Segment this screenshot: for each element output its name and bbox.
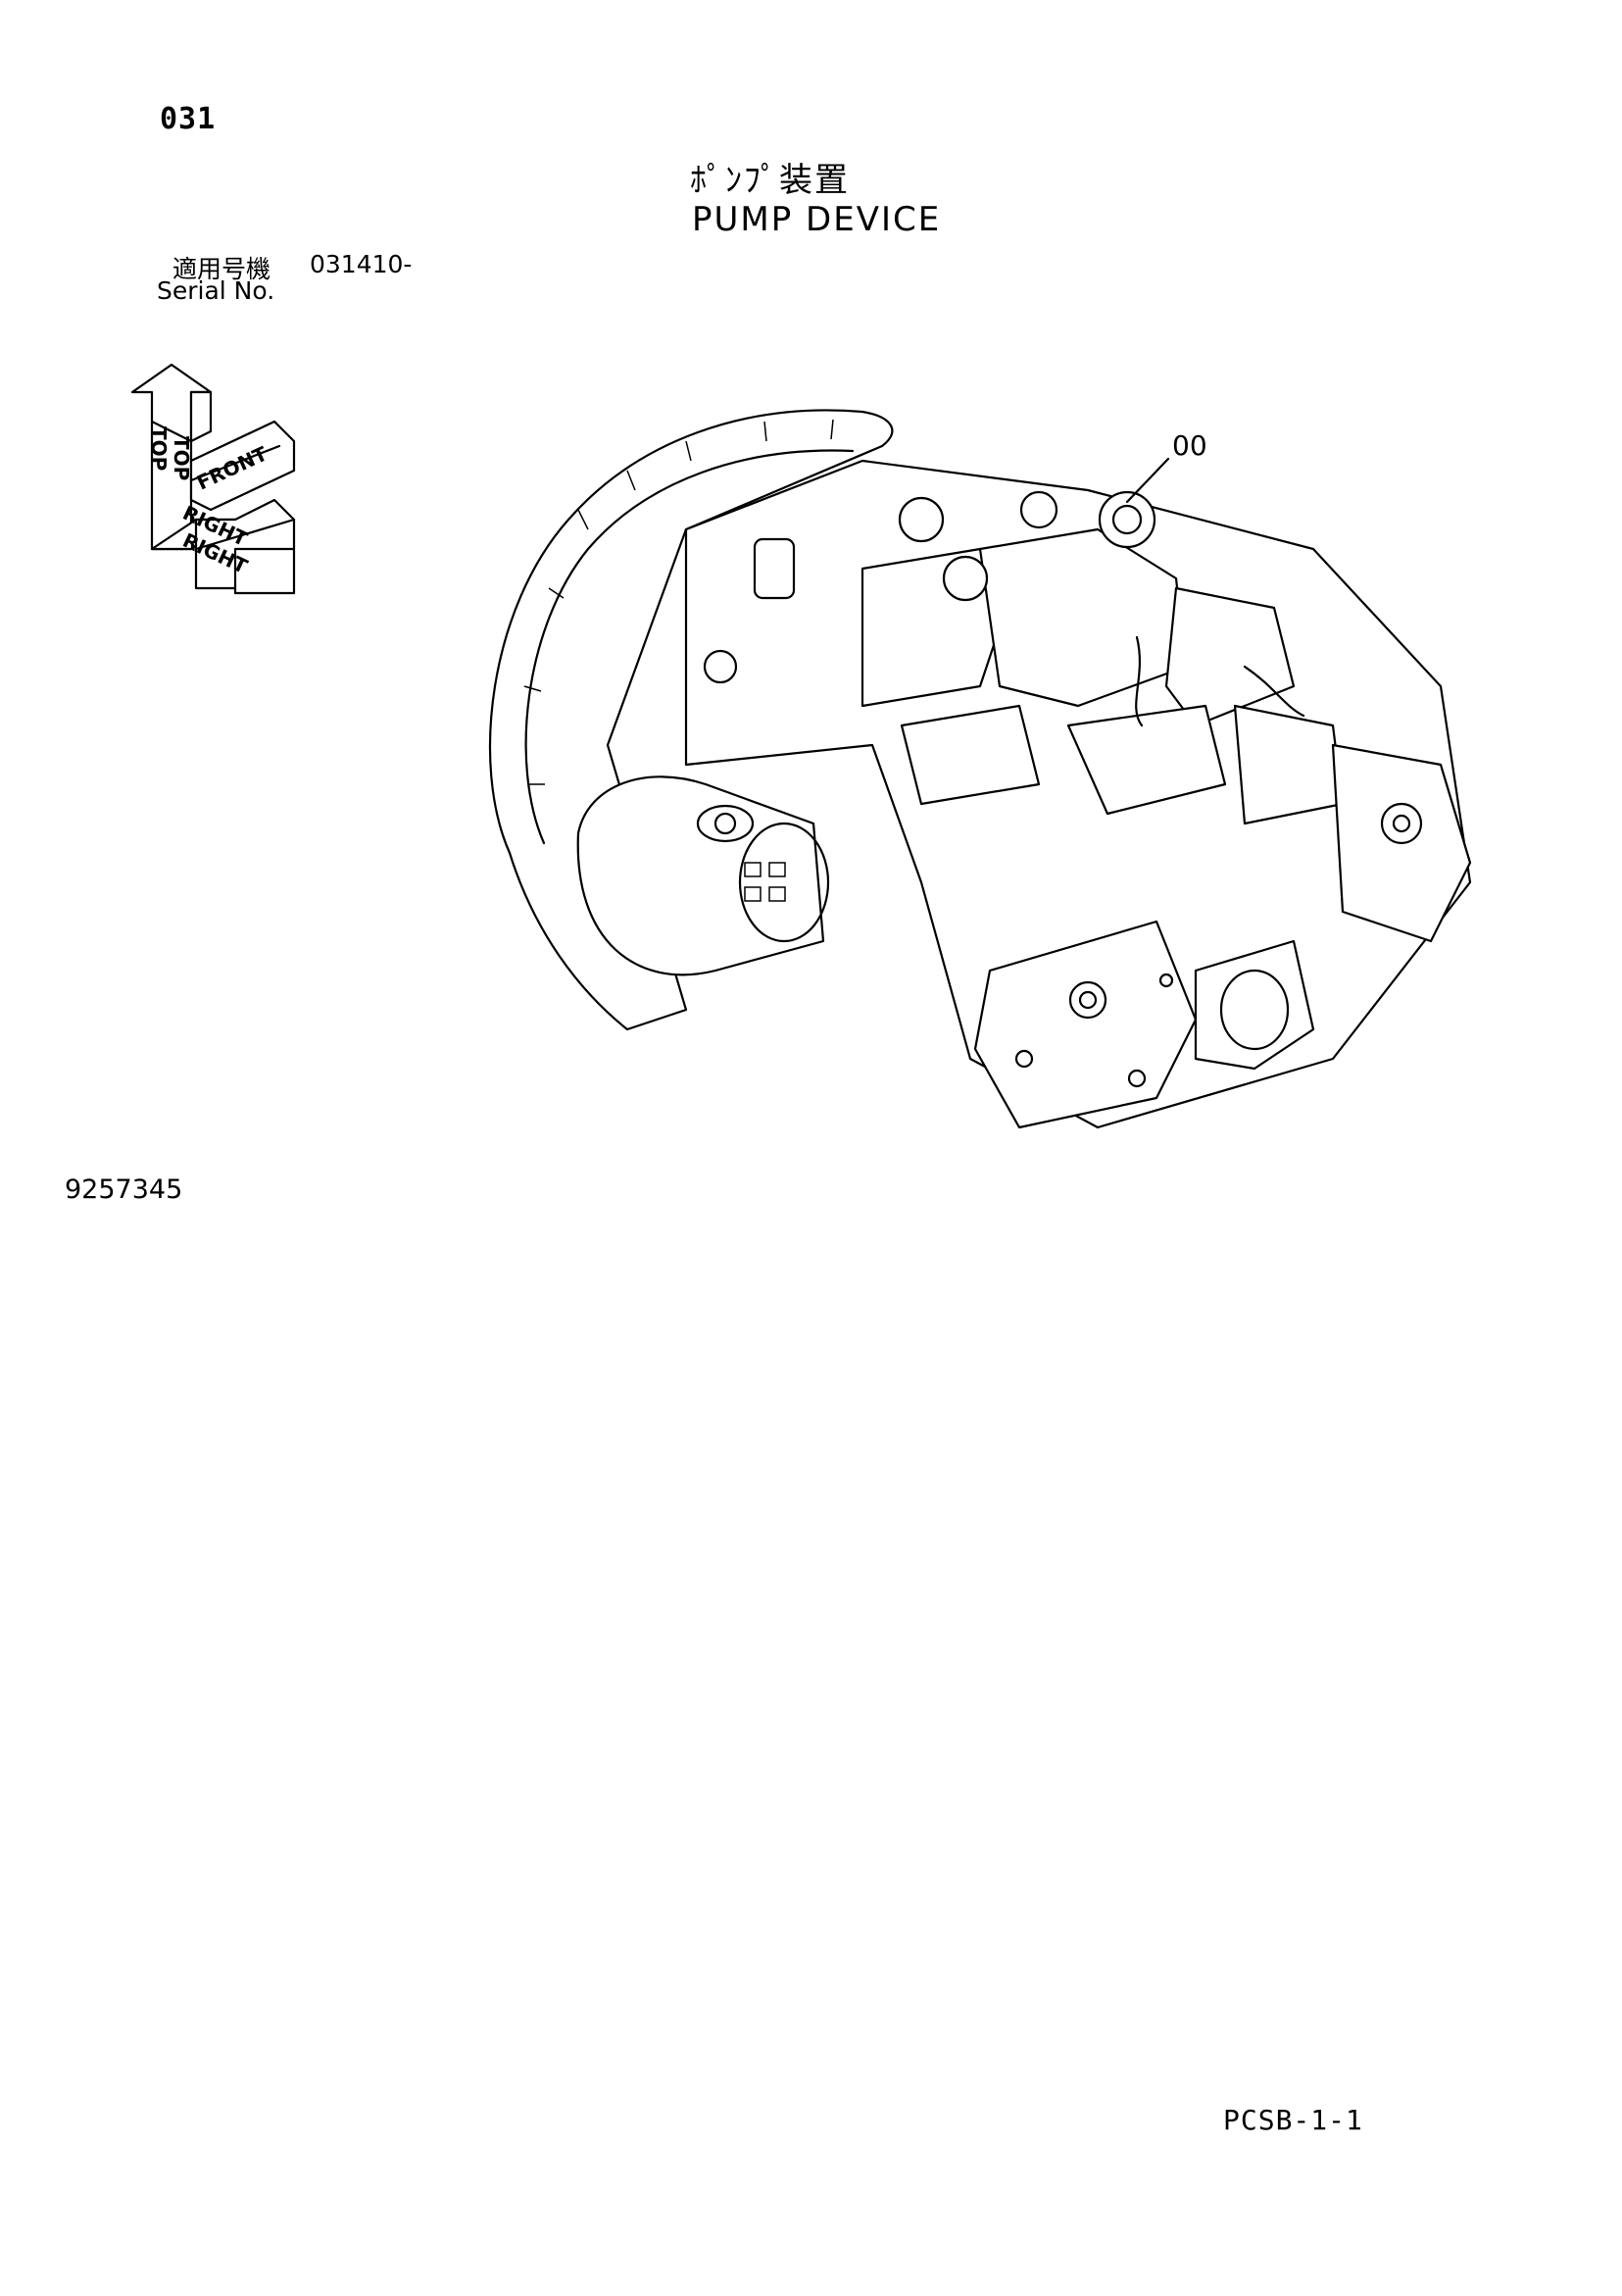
orientation-cube-icon: TOP TOP FRONT RIGHT RIGHT [130,363,296,595]
callout-label: 00 [1172,429,1207,462]
serial-label-english: Serial No. [157,276,275,305]
drawing-number: 9257345 [65,1174,183,1205]
page-title-japanese: ﾎﾟﾝﾌﾟ装置 [690,161,850,200]
callout-leader-line [1125,457,1170,504]
serial-number-value: 031410- [310,250,413,278]
page-code: PCSB-1-1 [1223,2104,1363,2136]
page-title-english: PUMP DEVICE [692,200,942,239]
pump-device-illustration [488,409,1472,1129]
orientation-top-label: TOP [147,426,171,471]
page-number: 031 [160,102,217,136]
orientation-top-label-2: TOP [170,436,193,480]
serial-label-japanese: 適用号機 [172,255,271,283]
